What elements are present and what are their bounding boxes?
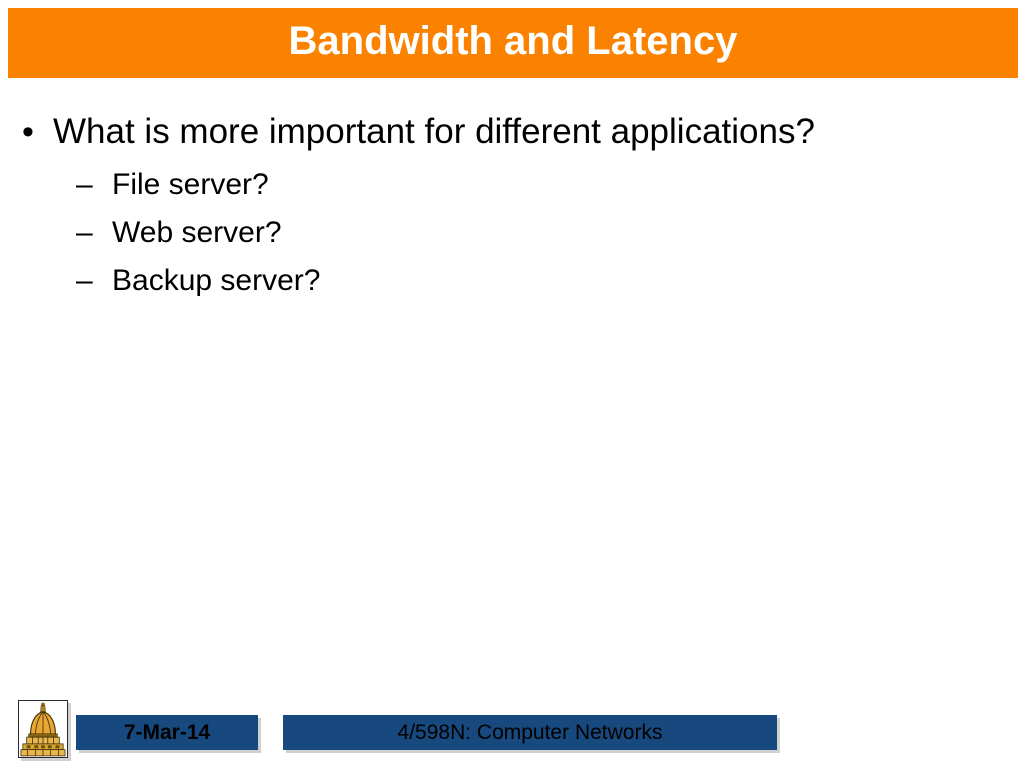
footer-course-bar: 4/598N: Computer Networks [283, 715, 777, 750]
slide-title-bar: Bandwidth and Latency [8, 8, 1018, 78]
main-bullet-text: What is more important for different app… [53, 112, 815, 151]
sub-bullet-text-backup-server: Backup server? [112, 264, 321, 297]
footer-date: 7-Mar-14 [123, 721, 211, 744]
sub-bullet-marker: – [76, 264, 93, 297]
golden-dome-icon [20, 702, 66, 757]
sub-bullet-marker: – [76, 216, 93, 249]
sub-bullet-text-file-server: File server? [112, 168, 269, 201]
university-logo [18, 700, 68, 758]
bullet-marker: • [22, 113, 34, 151]
slide-title: Bandwidth and Latency [288, 19, 738, 63]
sub-bullet-marker: – [76, 168, 93, 201]
sub-bullet-text-web-server: Web server? [112, 216, 282, 249]
footer-date-bar: 7-Mar-14 [76, 715, 258, 750]
footer-course: 4/598N: Computer Networks [397, 721, 663, 744]
